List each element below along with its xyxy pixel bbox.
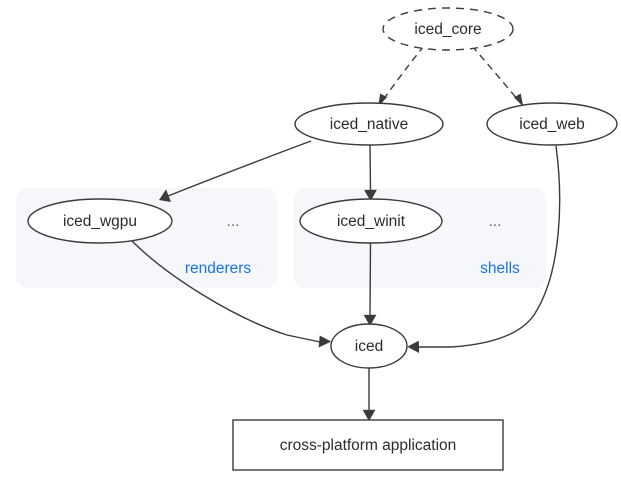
node-iced-label: iced	[355, 338, 383, 355]
edge-iced-wgpu-to-iced	[131, 240, 332, 348]
node-iced-core-label: iced_core	[414, 21, 481, 38]
cluster-shells-label: shells	[480, 260, 520, 277]
edge-iced-native-to-iced-winit	[364, 144, 377, 202]
edge-line	[382, 45, 425, 101]
renderers-ellipsis: ...	[227, 213, 240, 230]
edge-iced-native-to-iced-wgpu	[158, 140, 312, 202]
node-iced-native-ellipse[interactable]	[294, 102, 444, 146]
node-app-rect[interactable]	[232, 419, 504, 471]
node-iced-native[interactable]: iced_native	[294, 102, 444, 146]
edge-iced-to-app	[362, 368, 376, 422]
node-iced-core-ellipse[interactable]	[382, 7, 514, 51]
arrow-head	[362, 409, 376, 422]
node-iced[interactable]: iced	[330, 323, 408, 369]
edge-line	[131, 240, 321, 343]
nodes-layer: iced_core iced_native iced_web iced_wgpu…	[27, 7, 618, 471]
node-iced-native-label: iced_native	[330, 116, 408, 133]
edge-line	[167, 140, 312, 197]
node-iced-core[interactable]: iced_core	[382, 7, 514, 51]
edges-layer	[131, 45, 561, 422]
node-iced-wgpu-label: iced_wgpu	[63, 213, 137, 230]
node-iced-ellipse[interactable]	[330, 323, 408, 369]
edge-line	[369, 144, 372, 191]
node-iced-web[interactable]: iced_web	[486, 102, 618, 146]
edge-line	[471, 45, 519, 101]
node-iced-web-ellipse[interactable]	[486, 102, 618, 146]
arrow-head	[364, 189, 377, 202]
shells-ellipsis: ...	[489, 213, 502, 230]
edge-iced-web-to-iced	[407, 145, 561, 354]
edge-iced-core-to-iced-web	[471, 45, 524, 107]
node-iced-wgpu[interactable]: iced_wgpu	[27, 198, 173, 244]
node-app-label: cross-platform application	[280, 437, 457, 454]
node-cross-platform-application[interactable]: cross-platform application	[232, 419, 504, 471]
edge-line	[418, 145, 561, 348]
edge-iced-winit-to-iced	[363, 242, 377, 327]
arrow-head	[318, 335, 332, 348]
arrow-head	[363, 314, 377, 327]
edge-line	[369, 242, 372, 316]
arrow-head	[158, 189, 171, 202]
node-iced-wgpu-ellipse[interactable]	[27, 198, 173, 244]
node-iced-winit-label: iced_winit	[337, 213, 406, 230]
arrow-head	[407, 340, 420, 354]
node-iced-web-label: iced_web	[519, 116, 585, 133]
node-iced-winit[interactable]: iced_winit	[299, 198, 443, 244]
cluster-renderers-label: renderers	[185, 260, 252, 277]
arrow-head	[513, 93, 524, 107]
node-iced-winit-ellipse[interactable]	[299, 198, 443, 244]
edge-iced-core-to-iced-native	[378, 45, 425, 107]
